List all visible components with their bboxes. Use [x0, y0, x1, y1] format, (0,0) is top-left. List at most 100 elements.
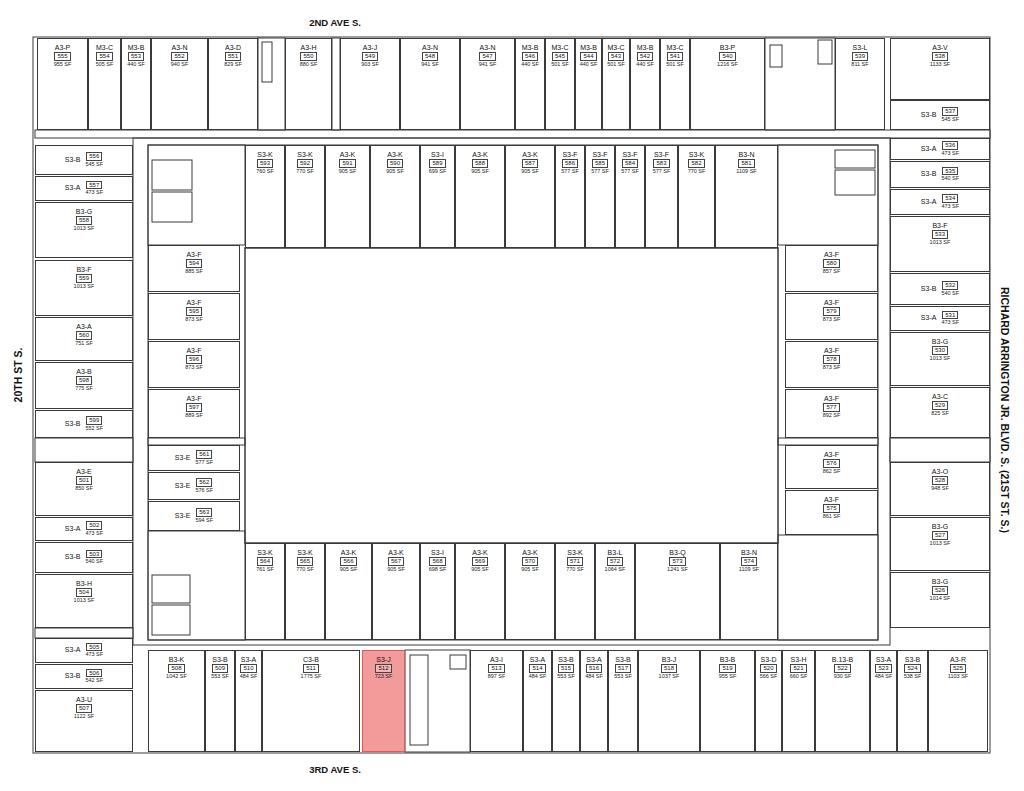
unit-area: 576 SF — [195, 488, 213, 494]
unit-room: A3-O528948 SF — [890, 462, 990, 516]
unit-type: S3-I — [431, 151, 444, 158]
unit-number: 573 — [669, 557, 685, 566]
unit-room: S3-E563594 SF — [148, 501, 240, 531]
unit-number: 589 — [429, 159, 445, 168]
unit-info: 514484 SF — [529, 664, 547, 679]
corridor — [148, 438, 245, 445]
unit-info: 509553 SF — [211, 664, 229, 679]
unit-area: 501 SF — [551, 62, 569, 68]
unit-room: A3-K591905 SF — [325, 145, 370, 248]
unit-type: M3-B — [128, 44, 145, 51]
stair — [770, 45, 782, 67]
unit-area: 484 SF — [240, 674, 258, 680]
unit-room: B3-B519955 SF — [700, 650, 755, 752]
unit-info: 524538 SF — [904, 664, 922, 679]
unit-type: S3-B — [905, 656, 921, 663]
unit-area: 1109 SF — [736, 169, 756, 175]
unit-room: A3-K588905 SF — [455, 145, 505, 248]
unit-area: 484 SF — [875, 674, 893, 680]
unit-type: S3-K — [297, 549, 313, 556]
unit-area: 903 SF — [361, 62, 379, 68]
unit-number: 501 — [76, 476, 92, 485]
unit-info: 5111775 SF — [301, 664, 322, 679]
unit-type: S3-A — [921, 314, 937, 321]
unit-info: 5261014 SF — [930, 586, 951, 601]
unit-info: 536473 SF — [941, 141, 959, 156]
unit-room: A3-A560751 SF — [35, 317, 133, 361]
unit-room: M3-B542440 SF — [630, 38, 660, 130]
unit-number: 536 — [942, 141, 958, 150]
unit-info: 545501 SF — [551, 52, 569, 67]
unit-type: S3-B — [65, 672, 81, 679]
unit-area: 1037 SF — [659, 674, 680, 680]
unit-info: 548941 SF — [421, 52, 439, 67]
unit-room: S3-B517553 SF — [608, 650, 638, 752]
unit-area: 577 SF — [195, 460, 213, 466]
unit-number: 572 — [607, 557, 623, 566]
unit-type: S3-A — [241, 656, 257, 663]
unit-info: 560751 SF — [75, 331, 93, 346]
unit-number: 561 — [196, 450, 212, 459]
stair — [152, 605, 190, 635]
unit-type: A3-R — [950, 656, 966, 663]
unit-number: 526 — [932, 586, 948, 595]
unit-room: B3-F5331013 SF — [890, 216, 990, 272]
unit-room: A3-F580857 SF — [785, 245, 878, 292]
unit-number: 505 — [86, 643, 102, 652]
unit-room: M3-B553440 SF — [121, 38, 151, 130]
unit-room: S3-E562576 SF — [148, 472, 240, 500]
unit-number: 519 — [719, 664, 735, 673]
unit-area: 948 SF — [931, 486, 949, 492]
unit-type: M3-B — [580, 44, 597, 51]
stair — [818, 40, 832, 64]
unit-room: B3-N5811109 SF — [715, 145, 778, 248]
unit-number: 513 — [488, 664, 504, 673]
unit-type: A3-F — [824, 299, 839, 306]
unit-type: S3-A — [65, 646, 81, 653]
unit-area: 1216 SF — [717, 62, 738, 68]
unit-type: S3-E — [175, 482, 191, 489]
unit-info: 596873 SF — [185, 355, 203, 370]
unit-type: S3-B — [615, 656, 631, 663]
unit-number: 565 — [297, 557, 313, 566]
unit-area: 760 SF — [256, 169, 274, 175]
unit-type: A3-F — [186, 395, 201, 402]
unit-area: 889 SF — [185, 413, 203, 419]
unit-room: S3-B503540 SF — [35, 542, 133, 573]
unit-room: M3-C543501 SF — [602, 38, 630, 130]
unit-area: 577 SF — [621, 169, 639, 175]
unit-number: 534 — [942, 194, 958, 203]
unit-info: 501850 SF — [75, 476, 93, 491]
unit-room: S3-A516484 SF — [580, 650, 608, 752]
unit-info: 563594 SF — [195, 508, 213, 523]
unit-info: 502473 SF — [85, 521, 103, 536]
courtyard — [245, 248, 778, 543]
unit-number: 560 — [76, 331, 92, 340]
unit-room: A3-H550880 SF — [285, 38, 332, 130]
unit-number: 568 — [429, 557, 445, 566]
unit-area: 829 SF — [224, 62, 242, 68]
unit-room: A3-F579873 SF — [785, 293, 878, 340]
unit-area: 440 SF — [127, 62, 145, 68]
unit-room: A3-F595873 SF — [148, 293, 240, 340]
unit-area: 775 SF — [75, 386, 93, 392]
unit-type: A3-I — [490, 656, 503, 663]
building-wall — [33, 37, 990, 753]
unit-info: 586577 SF — [561, 159, 579, 174]
unit-number: 538 — [932, 52, 948, 61]
unit-number: 531 — [942, 311, 958, 320]
street-name: RICHARD ARRINGTON JR. BLVD. S. (21ST ST.… — [999, 287, 1011, 533]
unit-area: 941 SF — [479, 62, 497, 68]
stair — [410, 655, 428, 745]
corridor — [890, 438, 990, 462]
unit-number: 594 — [186, 259, 202, 268]
unit-area: 1014 SF — [930, 596, 951, 602]
unit-room: A3-V5381133 SF — [890, 38, 990, 100]
unit-type: M3-B — [522, 44, 539, 51]
stair — [152, 160, 192, 190]
unit-info: 528948 SF — [931, 476, 949, 491]
unit-type: A3-K — [341, 549, 357, 556]
unit-info: 583577 SF — [653, 159, 671, 174]
unit-area: 723 SF — [375, 674, 393, 680]
unit-number: 544 — [580, 52, 596, 61]
